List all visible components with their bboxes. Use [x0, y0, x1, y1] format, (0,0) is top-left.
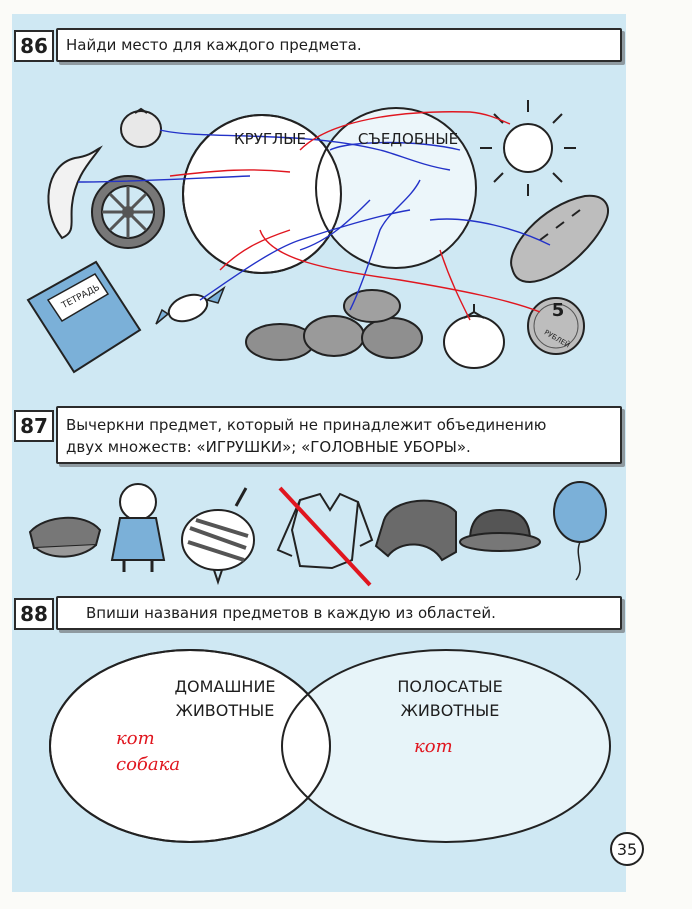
banana-icon: [47, 145, 103, 240]
venn-ellipse-striped: [281, 649, 611, 843]
task-88-instruction: Впиши названия предметов в каждую из обл…: [56, 596, 622, 630]
coin-icon: [527, 297, 585, 355]
answer-domestic-2: собака: [116, 754, 181, 775]
candy-icon: [155, 285, 226, 325]
notebook-icon: [26, 260, 142, 374]
tomato-icon: [443, 304, 505, 369]
task-number-86: 86: [14, 30, 54, 62]
set-label-edible: СЪЕДОБНЫЕ: [357, 130, 459, 148]
spinning-top-icon: [181, 487, 255, 586]
balloon-icon: [553, 481, 607, 581]
tangerine-icon: [120, 107, 162, 148]
pen-lines: [77, 111, 551, 321]
set-label-domestic-2: ЖИВОТНЫЕ: [175, 701, 275, 720]
sun-icon: [480, 100, 576, 196]
venn-circle-edible: [315, 107, 477, 269]
page-number: 35: [610, 832, 644, 866]
task-number-88: 88: [14, 598, 54, 630]
set-label-domestic-1: ДОМАШНИЕ: [174, 677, 276, 696]
set-label-striped-1: ПОЛОСАТЫЕ: [397, 677, 503, 696]
task-number-87: 87: [14, 410, 54, 442]
task-87-instruction: Вычеркни предмет, который не принадлежит…: [56, 406, 622, 464]
set-label-round: КРУГЛЫЕ: [234, 130, 306, 148]
shirt-icon: [276, 492, 374, 570]
answer-domestic-1: кот: [116, 728, 155, 749]
task-87-line-1: Вычеркни предмет, который не принадлежит…: [66, 416, 547, 434]
answer-striped-1: кот: [414, 736, 453, 757]
bread-icon: [510, 194, 609, 284]
cap-icon: [28, 516, 102, 558]
doll-icon: [110, 483, 166, 572]
coin-value: 5: [551, 300, 565, 321]
set-label-striped-2: ЖИВОТНЫЕ: [400, 701, 500, 720]
task-86-instruction: Найди место для каждого предмета.: [56, 28, 622, 62]
fedora-icon: [459, 508, 541, 552]
task-87-line-2: двух множеств: «ИГРУШКИ»; «ГОЛОВНЫЕ УБОР…: [66, 438, 471, 456]
fur-hat-icon: [374, 499, 457, 562]
sausages-icon: [245, 289, 423, 361]
strike-out-line: [278, 486, 372, 587]
wheel-icon: [91, 175, 165, 249]
